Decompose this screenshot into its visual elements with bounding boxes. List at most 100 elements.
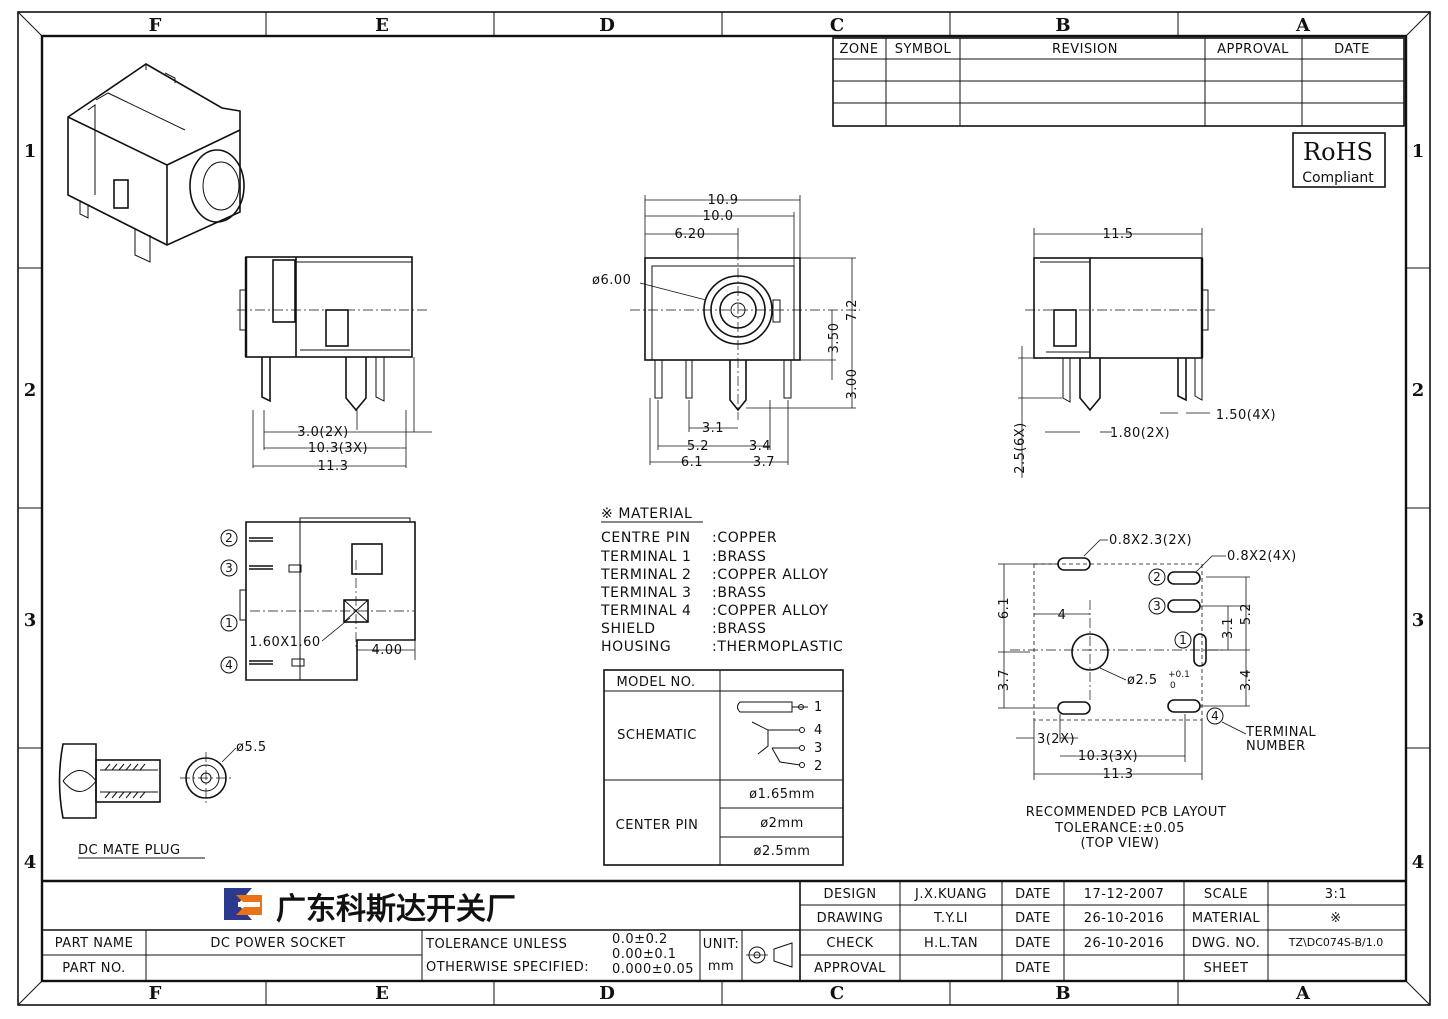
dim-6-20: 6.20	[675, 227, 706, 242]
schematic-symbol: 1 4 3 2	[737, 700, 823, 774]
pcb-tol-upper: +0.1	[1168, 670, 1190, 680]
zone-labels: F E D C B A F E D C B A 1 2 3 4 1 2 3 4	[24, 15, 1425, 1004]
schematic-pin-3: 3	[814, 741, 823, 756]
mate-plug-dia: ø5.5	[236, 740, 267, 755]
rohs-title: RoHS	[1303, 138, 1373, 166]
key-dwg-no: DWG. NO.	[1192, 936, 1261, 951]
plug-hatch	[104, 763, 146, 799]
terminal-label: TERMINAL	[1245, 725, 1316, 740]
tolerance-value-3: 0.000±0.05	[612, 962, 694, 977]
rohs-subtitle: Compliant	[1302, 170, 1374, 186]
material-value-6: :THERMOPLASTIC	[712, 639, 843, 655]
material-title: ※ MATERIAL	[601, 506, 692, 522]
tolerance-value-1: 0.0±0.2	[612, 932, 668, 947]
pcb-tol-lower: 0	[1170, 681, 1176, 691]
material-value-5: :BRASS	[712, 621, 766, 637]
mate-plug-label: DC MATE PLUG	[78, 843, 181, 858]
model-table: MODEL NO. SCHEMATIC CENTER PIN ø1.65mm ø…	[603, 669, 844, 866]
pcb-dim-5-2: 5.2	[1239, 603, 1254, 625]
zone-col-top-0: F	[149, 15, 162, 36]
material-value-0: :COPPER	[712, 530, 777, 546]
zone-col-bottom-3: C	[830, 983, 844, 1004]
material-value-3: :BRASS	[712, 585, 766, 601]
value-dwg-no: TZ\DC074S-B/1.0	[1288, 936, 1383, 949]
zone-row-right-0: 1	[1412, 141, 1425, 162]
name-check: H.L.TAN	[924, 936, 978, 951]
zone-row-left-3: 4	[24, 852, 37, 873]
front-view: 10.9 10.0 6.20 ø6.00 7.2 3.50 3.00 3.1 5…	[592, 193, 860, 470]
pcb-dim-3-2x: 3(2X)	[1037, 732, 1075, 747]
rohs-badge: RoHS Compliant	[1292, 132, 1386, 188]
date-label-drawing: DATE	[1015, 911, 1051, 926]
role-design: DESIGN	[823, 887, 876, 902]
role-drawing: DRAWING	[817, 911, 884, 926]
pcb-dim-dia-2-5: ø2.5	[1127, 673, 1158, 688]
bottom-view: 2 3 1 4 1.60X1.60 4.00	[220, 517, 416, 681]
zone-col-bottom-1: E	[375, 983, 389, 1004]
zone-col-top-3: C	[830, 15, 844, 36]
zone-col-bottom-5: A	[1295, 983, 1311, 1004]
dim-dia-6-00: ø6.00	[592, 273, 631, 288]
material-label-2: TERMINAL 2	[600, 567, 692, 583]
value-scale: 3:1	[1325, 887, 1347, 902]
bottom-pin-4: 4	[225, 658, 233, 672]
material-label-5: SHIELD	[601, 621, 656, 637]
date-design: 17-12-2007	[1084, 887, 1165, 902]
dim-3-0-2x: 3.0(2X)	[297, 425, 349, 440]
dim-3-7: 3.7	[753, 455, 775, 470]
tolerance-label-1: TOLERANCE UNLESS	[425, 937, 567, 952]
dim-6-1: 6.1	[681, 455, 703, 470]
terminal-number-label: NUMBER	[1246, 739, 1306, 754]
dim-11-3: 11.3	[318, 459, 349, 474]
part-name-label: PART NAME	[55, 936, 134, 951]
zone-row-left-2: 3	[24, 610, 37, 631]
dim-1-50-4x: 1.50(4X)	[1216, 408, 1276, 423]
key-sheet: SHEET	[1204, 961, 1249, 976]
dim-3-00: 3.00	[845, 369, 860, 400]
dim-3-50: 3.50	[827, 323, 842, 354]
zone-row-right-3: 4	[1412, 852, 1425, 873]
zone-row-right-1: 2	[1412, 380, 1425, 401]
zone-row-right-2: 3	[1412, 610, 1425, 631]
date-label-check: DATE	[1015, 936, 1051, 951]
zone-col-top-2: D	[599, 15, 615, 36]
pcb-pin-1: 1	[1179, 633, 1187, 647]
bottom-pin-3: 3	[225, 561, 233, 575]
dim-7-2: 7.2	[845, 299, 860, 321]
model-no-label: MODEL NO.	[616, 675, 695, 690]
material-value-4: :COPPER ALLOY	[712, 603, 829, 619]
bottom-pin-1: 1	[225, 616, 233, 630]
pcb-dim-0-8x2-3: 0.8X2.3(2X)	[1109, 533, 1192, 548]
value-material: ※	[1330, 911, 1341, 926]
material-label-1: TERMINAL 1	[600, 549, 692, 565]
date-check: 26-10-2016	[1084, 936, 1165, 951]
pcb-pin-4: 4	[1211, 709, 1219, 723]
role-check: CHECK	[826, 936, 873, 951]
isometric-view	[67, 63, 245, 263]
pcb-dim-4: 4	[1058, 608, 1067, 623]
company-name: 广东科斯达开关厂	[276, 892, 516, 927]
pcb-dim-3-7: 3.7	[997, 669, 1012, 691]
pcb-dim-3-4: 3.4	[1239, 669, 1254, 691]
key-material: MATERIAL	[1192, 911, 1261, 926]
date-label-design: DATE	[1015, 887, 1051, 902]
zone-col-top-1: E	[375, 15, 389, 36]
tolerance-label-2: OTHERWISE SPECIFIED:	[426, 960, 589, 975]
schematic-pin-4: 4	[814, 723, 823, 738]
pcb-layout: 2 3 1 4 0.8X2.3(2X) 0.8X2(4X) 6.1 3.7 4 …	[997, 533, 1316, 851]
rev-header-date: DATE	[1334, 42, 1370, 57]
pcb-dim-3-1: 3.1	[1221, 617, 1236, 639]
key-scale: SCALE	[1204, 887, 1248, 902]
zone-col-bottom-2: D	[599, 983, 615, 1004]
dim-2-5-6x: 2.5(6X)	[1013, 422, 1028, 474]
dim-1-60x1-60: 1.60X1.60	[249, 635, 320, 650]
pcb-caption-3: (TOP VIEW)	[1080, 836, 1159, 851]
zone-col-bottom-4: B	[1055, 983, 1070, 1004]
center-pin-label: CENTER PIN	[616, 818, 699, 833]
schematic-pin-1: 1	[814, 700, 823, 715]
date-drawing: 26-10-2016	[1084, 911, 1165, 926]
dim-3-1: 3.1	[702, 421, 724, 436]
zone-col-bottom-0: F	[149, 983, 162, 1004]
pcb-pin-2: 2	[1153, 570, 1161, 584]
